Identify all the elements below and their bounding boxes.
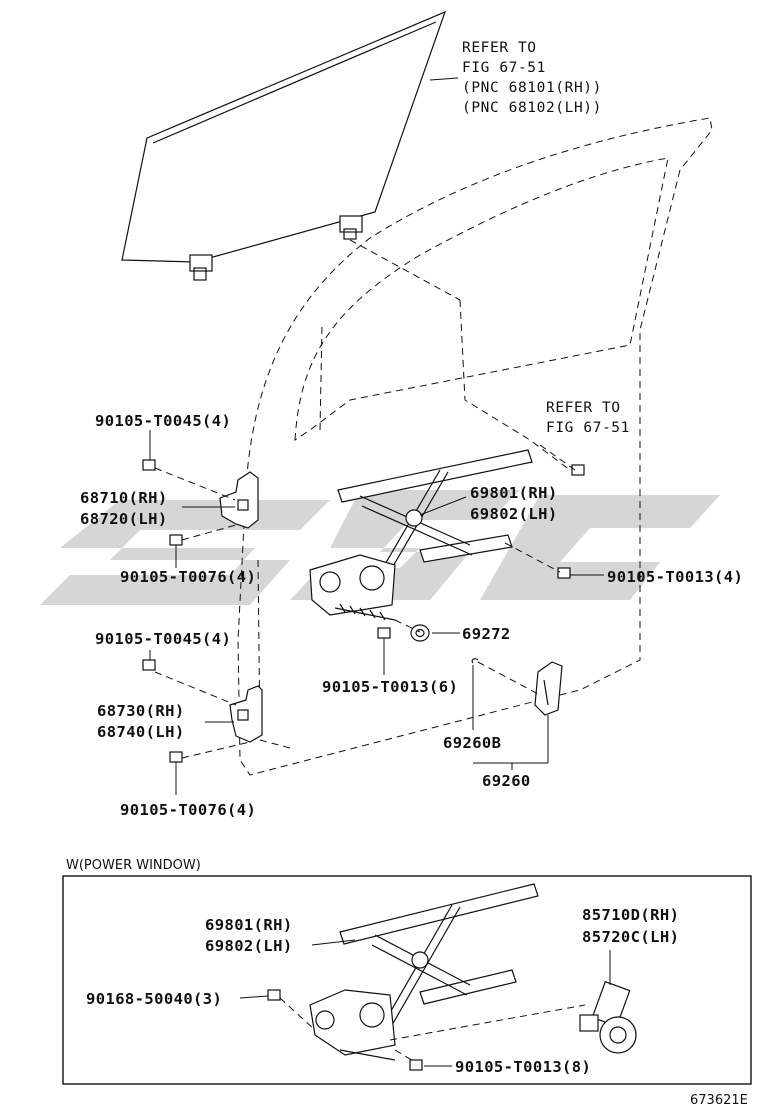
part-90105-T0076-upper: 90105-T0076(4) xyxy=(120,568,256,586)
motor-85710 xyxy=(579,950,637,1054)
part-69801: 69801(RH) xyxy=(470,484,558,502)
hinge-lower xyxy=(229,685,263,743)
inset-part-90168: 90168-50040(3) xyxy=(86,990,222,1008)
part-69272: 69272 xyxy=(462,625,511,643)
part-69802: 69802(LH) xyxy=(470,505,558,523)
washer-69272 xyxy=(410,624,430,642)
part-90105-T0013-6: 90105-T0013(6) xyxy=(322,678,458,696)
inset-part-90105-T0013-8: 90105-T0013(8) xyxy=(455,1058,591,1076)
leader-lines xyxy=(149,430,604,795)
part-90105-T0013-4: 90105-T0013(4) xyxy=(607,568,743,586)
part-68730: 68730(RH) xyxy=(97,702,185,720)
refer-note-top-1: REFER TO xyxy=(462,40,537,56)
window-regulator xyxy=(309,449,533,621)
leader-glass xyxy=(429,77,459,81)
part-90105-T0045-upper: 90105-T0045(4) xyxy=(95,412,231,430)
inset-leaders xyxy=(239,939,586,1067)
inset-regulator xyxy=(309,883,539,1061)
inset-box xyxy=(62,875,752,1085)
refer-note-right-2: FIG 67-51 xyxy=(546,420,630,436)
door-frame-outline xyxy=(237,117,713,776)
part-68720: 68720(LH) xyxy=(80,510,168,528)
refer-note-top-3: (PNC 68101(RH)) xyxy=(462,80,602,96)
inset-part-85710D: 85710D(RH) xyxy=(582,906,679,924)
part-68740: 68740(LH) xyxy=(97,723,185,741)
hinge-upper xyxy=(219,471,259,529)
inset-title: W(POWER WINDOW) xyxy=(66,858,201,873)
part-69260B: 69260B xyxy=(443,734,501,752)
inset-part-69802: 69802(LH) xyxy=(205,937,293,955)
inset-part-85720C: 85720C(LH) xyxy=(582,928,679,946)
labels: REFER TO FIG 67-51 (PNC 68101(RH)) (PNC … xyxy=(66,40,748,1108)
channel-69260 xyxy=(471,658,563,716)
part-68710: 68710(RH) xyxy=(80,489,168,507)
inset-part-69801: 69801(RH) xyxy=(205,916,293,934)
refer-note-right-1: REFER TO xyxy=(546,400,621,416)
part-90105-T0045-lower: 90105-T0045(4) xyxy=(95,630,231,648)
refer-note-top-4: (PNC 68102(LH)) xyxy=(462,100,602,116)
part-69260: 69260 xyxy=(482,772,531,790)
figure-id: 673621E xyxy=(690,1093,748,1108)
door-glass xyxy=(121,10,447,281)
part-90105-T0076-lower: 90105-T0076(4) xyxy=(120,801,256,819)
refer-note-top-2: FIG 67-51 xyxy=(462,60,546,76)
